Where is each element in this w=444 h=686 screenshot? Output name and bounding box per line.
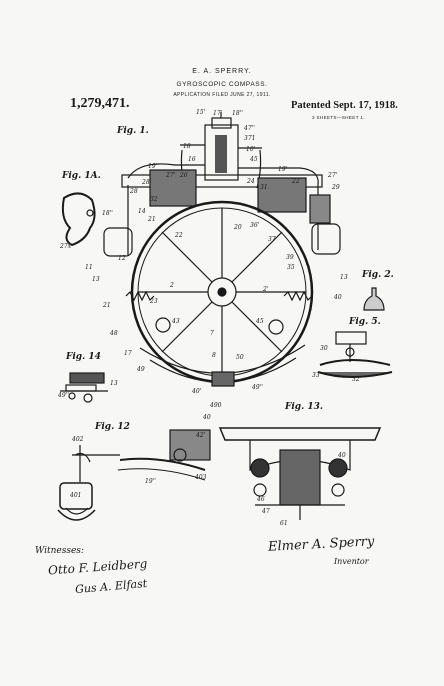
fig5-label: Fig. 5. bbox=[349, 317, 381, 327]
ref-label: 49'' bbox=[252, 384, 263, 391]
ref-label: 40 bbox=[334, 294, 342, 301]
gyro-housing-tower bbox=[204, 124, 239, 181]
ref-label: 18'' bbox=[102, 210, 113, 217]
ref-label: 8 bbox=[212, 352, 216, 359]
ref-label: 22 bbox=[175, 232, 183, 239]
inventor-label: Inventor bbox=[334, 557, 369, 566]
left-bearing-block bbox=[103, 227, 133, 257]
patent-title: GYROSCOPIC COMPASS. bbox=[176, 81, 268, 88]
ref-label: 47'' bbox=[244, 125, 255, 132]
application-filed: APPLICATION FILED JUNE 27, 1911. bbox=[173, 92, 271, 98]
wheel-spokes bbox=[138, 208, 306, 376]
ref-label: 30 bbox=[320, 345, 328, 352]
patent-number: 1,279,471. bbox=[70, 96, 130, 111]
patented-date: Patented Sept. 17, 1918. bbox=[291, 100, 398, 111]
ref-label: 27' bbox=[328, 172, 338, 179]
ref-label: 13 bbox=[340, 274, 348, 281]
ref-label: 2' bbox=[263, 286, 269, 293]
ref-label: 40 bbox=[338, 452, 346, 459]
ref-label: 45 bbox=[256, 318, 264, 325]
ref-label: 24 bbox=[247, 178, 255, 185]
ref-label: 20 bbox=[234, 224, 242, 231]
ref-label: 18 bbox=[183, 143, 191, 150]
ref-label: 23 bbox=[150, 298, 158, 305]
ref-label: 19'' bbox=[148, 163, 159, 170]
ref-label: 48 bbox=[110, 330, 118, 337]
ref-label: 40' bbox=[192, 388, 202, 395]
ref-label: 11 bbox=[85, 264, 93, 271]
ref-label: 27' bbox=[166, 172, 176, 179]
sheet-count: 3 SHEETS—SHEET 1. bbox=[312, 115, 365, 120]
fig1-label: Fig. 1. bbox=[117, 126, 149, 136]
ref-label: 32' bbox=[352, 376, 362, 383]
ref-label: 13 bbox=[110, 380, 118, 387]
ref-label: 2 bbox=[170, 282, 174, 289]
ref-label: 29 bbox=[332, 184, 340, 191]
ref-label: 14 bbox=[138, 208, 146, 215]
ref-label: 47 bbox=[262, 508, 270, 515]
ref-label: 35 bbox=[287, 264, 295, 271]
ref-label: 49'' bbox=[58, 392, 69, 399]
ref-label: 18'' bbox=[232, 110, 243, 117]
ref-label: 490 bbox=[210, 402, 222, 409]
ref-label: 19' bbox=[278, 166, 288, 173]
fig2-label: Fig. 2. bbox=[362, 270, 394, 280]
fig13-label: Fig. 13. bbox=[285, 402, 324, 412]
ref-label: 15' bbox=[196, 109, 206, 116]
ref-label: 50 bbox=[236, 354, 244, 361]
ref-label: 46 bbox=[257, 496, 265, 503]
ref-label: 21 bbox=[103, 302, 111, 309]
ref-label: 371 bbox=[244, 135, 256, 142]
ref-label: 28 bbox=[130, 188, 138, 195]
ref-label: 16 bbox=[188, 156, 196, 163]
fig13-plate bbox=[218, 427, 382, 441]
ref-label: 12 bbox=[118, 255, 126, 262]
ref-label: 40 bbox=[203, 414, 211, 421]
witnesses-label: Witnesses: bbox=[35, 546, 84, 556]
ref-label: 27x bbox=[60, 243, 72, 250]
ref-label: 43 bbox=[172, 318, 180, 325]
ref-label: 26 bbox=[180, 172, 188, 179]
fig1a-label: Fig. 1A. bbox=[62, 171, 101, 181]
ref-label: 42' bbox=[196, 432, 206, 439]
ref-label: 21 bbox=[148, 216, 156, 223]
ref-label: 49 bbox=[137, 366, 145, 373]
ref-label: 32 bbox=[150, 196, 158, 203]
ref-label: 10' bbox=[246, 146, 256, 153]
weight-401 bbox=[59, 482, 93, 510]
ref-label: 45 bbox=[250, 156, 258, 163]
ref-label: 31 bbox=[260, 184, 268, 191]
ref-label: 403 bbox=[195, 474, 207, 481]
ref-label: 28 bbox=[142, 179, 150, 186]
tower-cap bbox=[211, 117, 232, 129]
ref-label: 7 bbox=[210, 330, 214, 337]
ref-label: 19'' bbox=[145, 478, 156, 485]
ref-label: 22 bbox=[292, 178, 300, 185]
ref-label: 401 bbox=[70, 492, 82, 499]
ref-label: 17' bbox=[213, 110, 223, 117]
inventor-heading: E. A. SPERRY. bbox=[192, 68, 252, 75]
ref-label: 37 bbox=[268, 236, 276, 243]
ref-label: 39 bbox=[286, 254, 294, 261]
right-bearing-block bbox=[311, 223, 341, 255]
ref-label: 36' bbox=[250, 222, 260, 229]
fig12-label: Fig. 12 bbox=[95, 422, 130, 432]
fig14-label: Fig. 14 bbox=[66, 352, 101, 362]
ref-label: 402 bbox=[72, 436, 84, 443]
fig1a-ring bbox=[61, 192, 96, 247]
ref-label: 33 bbox=[312, 372, 320, 379]
ref-label: 61 bbox=[280, 520, 288, 527]
ref-label: 17 bbox=[124, 350, 132, 357]
ref-label: 13 bbox=[92, 276, 100, 283]
